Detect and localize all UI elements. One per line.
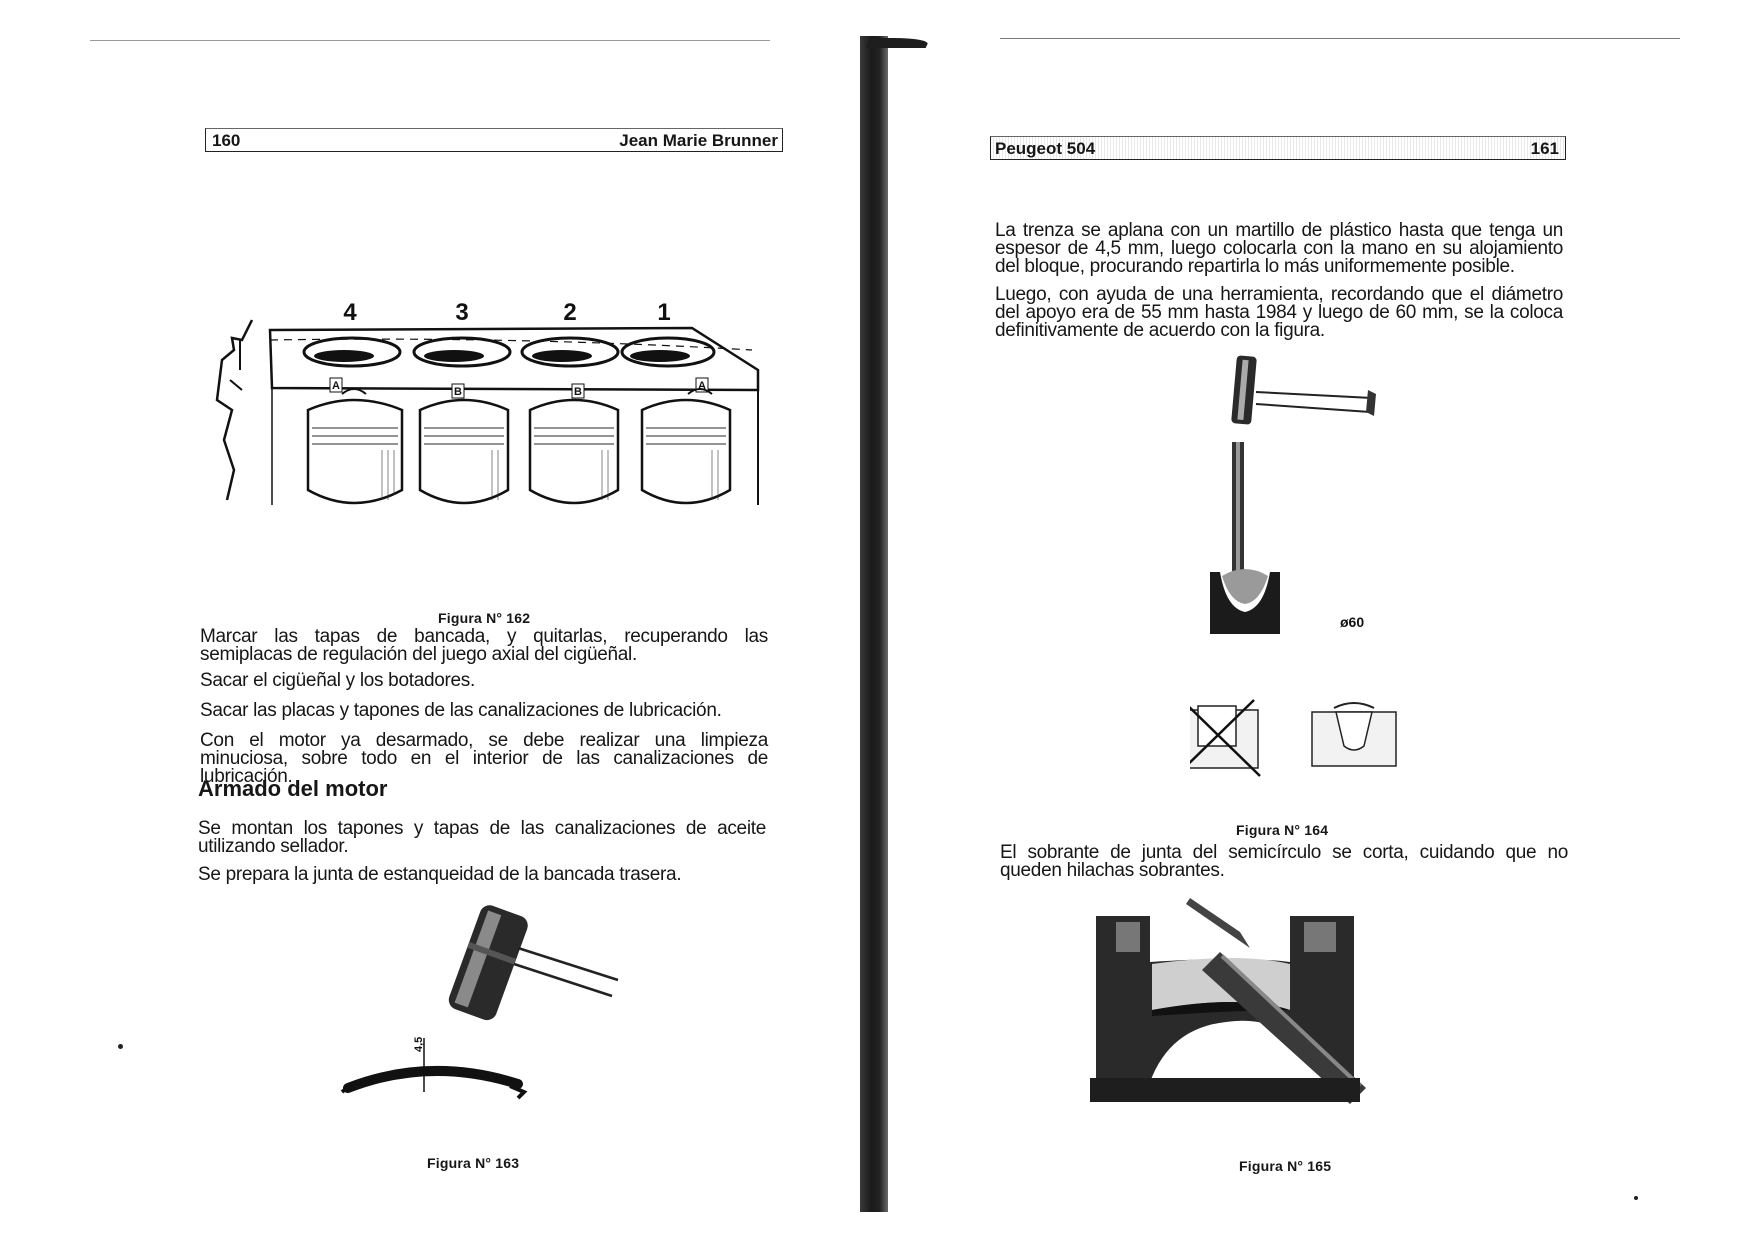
figure-164-tool-illustration: ø60 — [1190, 355, 1397, 777]
left-paragraph-4: Con el motor ya desarmado, se debe reali… — [200, 730, 768, 787]
right-running-head: Peugeot 504 — [995, 139, 1096, 158]
book-spine-shadow — [860, 36, 888, 1212]
figure-165-cutting-seal-illustration — [1090, 898, 1366, 1104]
section-title-armado-del-motor: Armado del motor — [198, 776, 388, 801]
right-paragraph-3: El sobrante de junta del semicírculo se … — [1000, 842, 1568, 881]
figure-163-dimension-label: 4,5 — [413, 1037, 425, 1052]
cylinder-number-3: 3 — [455, 299, 468, 326]
right-paragraph-1: La trenza se aplana con un martillo de p… — [995, 220, 1563, 277]
cylinder-number-1: 1 — [657, 299, 670, 326]
cap-mark-a-right: A — [698, 380, 706, 392]
left-paragraph-1: Marcar las tapas de bancada, y quitarlas… — [200, 626, 768, 665]
left-paragraph-3: Sacar las placas y tapones de las canali… — [200, 700, 722, 721]
right-page-number: 161 — [1530, 139, 1559, 158]
figure-164-diameter-label: ø60 — [1340, 614, 1364, 630]
figure-164-correct-section — [1311, 702, 1397, 767]
figure-164-caption: Figura N° 164 — [1236, 822, 1329, 838]
book-spine-flare — [865, 38, 931, 48]
figure-164-incorrect-section — [1190, 699, 1261, 777]
right-paragraph-2: Luego, con ayuda de una herramienta, rec… — [995, 284, 1563, 341]
scan-edge-line-right — [1000, 38, 1680, 39]
scan-speck — [1634, 1196, 1638, 1200]
cap-mark-b-right: B — [574, 386, 582, 398]
figure-165-caption: Figura N° 165 — [1239, 1158, 1332, 1174]
cap-mark-a-left: A — [332, 380, 340, 392]
left-running-head: Jean Marie Brunner — [619, 131, 778, 150]
left-page-number: 160 — [212, 131, 241, 150]
cylinder-number-4: 4 — [343, 299, 357, 326]
figure-163-caption: Figura N° 163 — [427, 1155, 520, 1171]
scan-edge-line-left — [90, 40, 770, 41]
cylinder-number-2: 2 — [563, 299, 576, 326]
left-paragraph-5: Se montan los tapones y tapas de las can… — [198, 818, 766, 857]
left-paragraph-6: Se prepara la junta de estanqueidad de l… — [198, 864, 682, 885]
right-page-header: Peugeot 504 161 — [990, 136, 1566, 160]
figure-163-mallet-illustration: 4,5 — [340, 905, 619, 1100]
scan-speck — [118, 1044, 123, 1049]
left-paragraph-2: Sacar el cigüeñal y los botadores. — [200, 670, 475, 691]
figure-162-caption: Figura N° 162 — [438, 610, 531, 626]
cap-mark-b-left: B — [454, 386, 462, 398]
figure-162-engine-block-illustration: 4 3 2 1 A B B A — [215, 299, 760, 505]
left-page-header: 160 Jean Marie Brunner — [205, 128, 783, 152]
